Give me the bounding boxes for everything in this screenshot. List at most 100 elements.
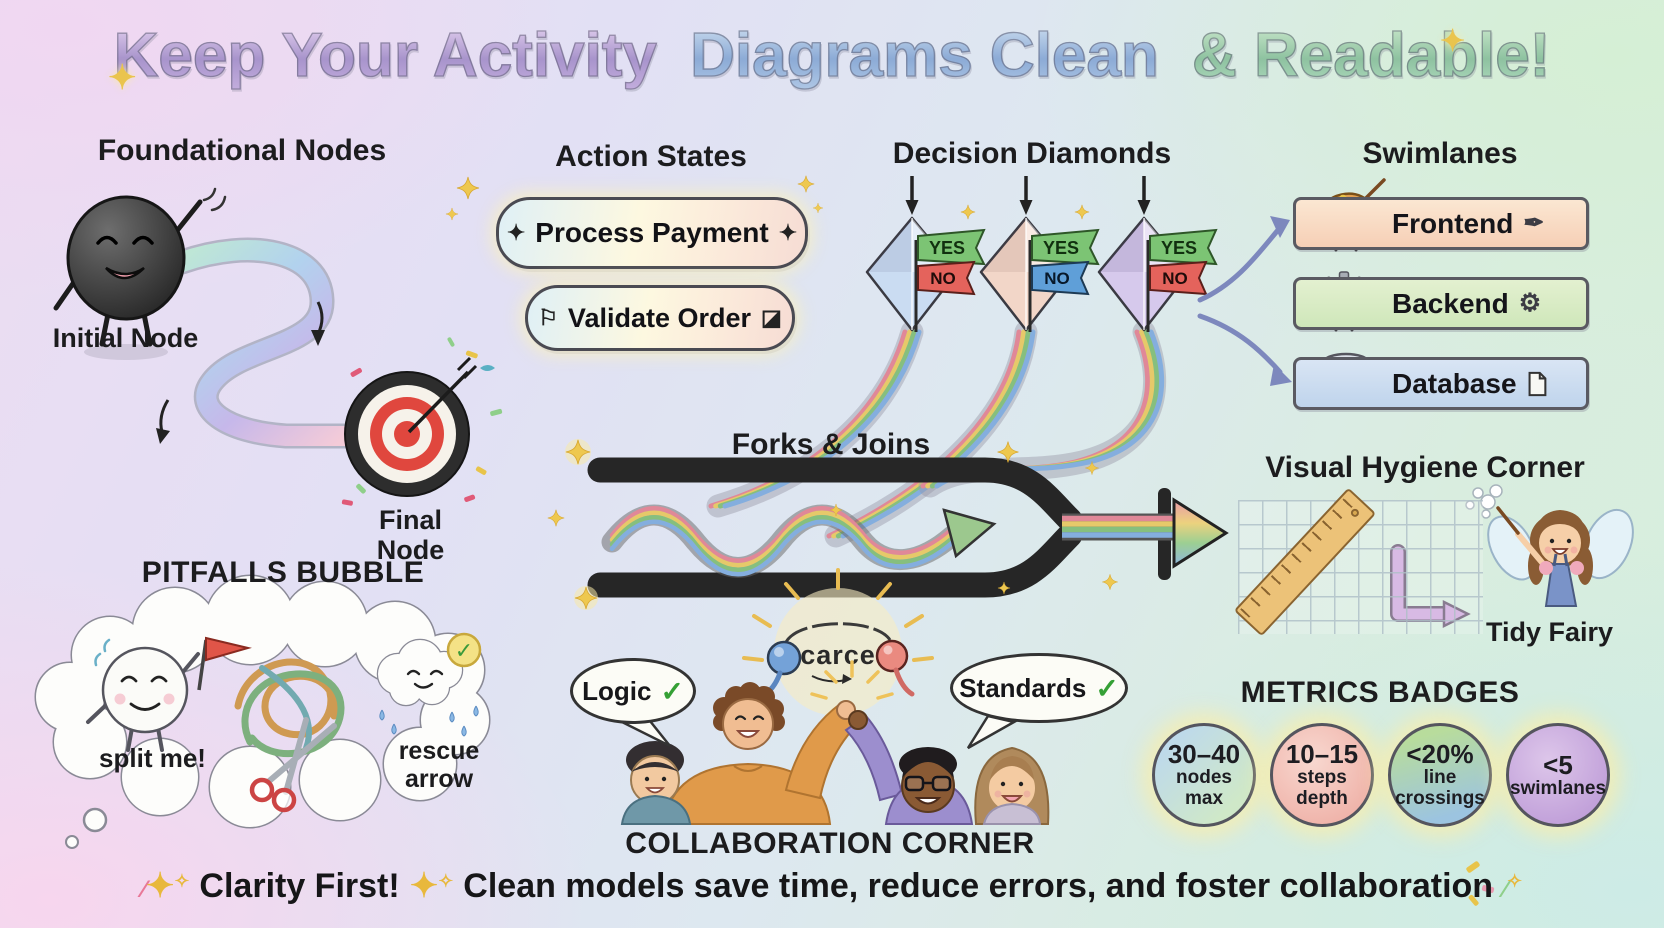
corner-square-icon: ◪ — [761, 305, 782, 330]
sparkle-icon: ✧ — [174, 871, 190, 891]
initial-node-label: Initial Node — [52, 323, 199, 353]
swimlane-database[interactable]: Database — [1293, 357, 1589, 410]
badge-label: steps — [1297, 767, 1347, 789]
no-flag-label: NO — [930, 269, 956, 288]
title-part-1: Keep Your Activity — [113, 20, 658, 90]
badge-value: 30–40 — [1167, 739, 1241, 770]
title-part-2: Diagrams Clean — [689, 20, 1159, 90]
decision-diamond-3: YES NO — [1097, 176, 1218, 332]
collaboration-people — [620, 682, 1050, 825]
swimlane-label: Frontend — [1392, 207, 1514, 239]
confetti-icon: ∕ — [141, 876, 146, 903]
split-me-label: split me! — [99, 743, 206, 773]
sparkle-icon: ✦ — [778, 220, 798, 245]
footer-tagline: ∕✦✧Clarity First!✦✧Clean models save tim… — [0, 866, 1664, 906]
sparkle-icon: ✦ — [145, 867, 175, 905]
sparkle-icon: ✧ — [1507, 871, 1523, 891]
gear-icon: ⚙ — [1518, 289, 1542, 317]
scribble-label: carce — [800, 640, 876, 670]
confetti-icon: ∕ — [1503, 876, 1508, 903]
initial-node-character — [53, 187, 358, 449]
check-badge-icon — [446, 632, 482, 668]
metrics-confetti — [1466, 861, 1495, 906]
swimlane-arrows — [1197, 216, 1292, 386]
metric-badge-nodes: 30–40 nodes max — [1152, 723, 1256, 827]
logic-speech-bubble: Logic ✓ — [570, 658, 696, 724]
badge-value: <5 — [1543, 749, 1573, 780]
title-part-3: & Readable! — [1191, 20, 1551, 90]
rescue-cloud: ✓ — [376, 632, 482, 737]
swimlane-backend[interactable]: Backend ⚙ — [1293, 277, 1589, 330]
section-header-forks: Forks & Joins — [731, 428, 931, 461]
check-icon: ✓ — [455, 639, 473, 664]
split-me-blob — [86, 636, 252, 752]
decision-diamond-2: YES NO — [979, 176, 1100, 332]
person-glasses-purple — [844, 710, 974, 825]
swimlane-label: Backend — [1392, 287, 1509, 319]
badge-label: max — [1184, 788, 1224, 809]
badge-label: nodes — [1176, 767, 1232, 789]
section-header-actions: Action States — [555, 140, 747, 173]
swimlane-label: Database — [1392, 367, 1517, 399]
final-node-label: Final Node — [376, 505, 445, 565]
sparkle-icon: ✧ — [438, 871, 454, 891]
tidy-fairy-character — [1465, 484, 1634, 607]
speech-label: Standards — [959, 672, 1087, 703]
sparkle-icon: ✦ — [409, 867, 439, 905]
tagline-part-1: Clarity First! — [199, 867, 400, 905]
sparkle-icon: ✦ — [1440, 25, 1466, 58]
yes-flag-label: YES — [1043, 238, 1079, 258]
confetti — [341, 337, 503, 506]
standards-speech-bubble: Standards ✓ — [950, 653, 1128, 723]
final-node-bullseye — [341, 337, 503, 506]
person-dark-hair — [620, 741, 692, 825]
action-state-label: Validate Order — [567, 302, 752, 333]
no-flag-label: NO — [1162, 269, 1188, 288]
action-state-label: Process Payment — [535, 217, 769, 248]
badge-value: <20% — [1406, 739, 1474, 770]
metric-badge-crossings: <20% line crossings — [1388, 723, 1492, 827]
yes-flag-label: YES — [929, 238, 965, 258]
section-header-metrics: METRICS BADGES — [1240, 676, 1520, 709]
section-header-swimlanes: Swimlanes — [1362, 137, 1518, 170]
wavy-rainbow-arrow — [601, 504, 997, 578]
badge-label: crossings — [1395, 788, 1485, 809]
section-header-decisions: Decision Diamonds — [892, 137, 1172, 170]
section-header-foundational: Foundational Nodes — [97, 134, 387, 167]
section-header-hygiene: Visual Hygiene Corner — [1265, 451, 1585, 484]
check-icon: ✓ — [1095, 672, 1119, 704]
person-long-hair — [974, 746, 1050, 825]
diamond-ribbons — [706, 320, 1167, 548]
tidy-fairy-label: Tidy Fairy — [1485, 617, 1614, 647]
fork-sparkles — [547, 439, 1119, 610]
action-state-validate-order[interactable]: ⚐ Validate Order ◪ — [525, 285, 795, 351]
high-five-glow — [810, 660, 894, 700]
sparkle-icon: ✦ — [108, 59, 137, 97]
action-state-process-payment[interactable]: ✦ Process Payment ✦ — [496, 197, 808, 269]
check-icon: ✓ — [660, 675, 684, 707]
tangle-with-scissors — [234, 658, 345, 813]
rescue-arrow-label: rescue arrow — [398, 737, 480, 793]
speech-label: Logic — [582, 675, 652, 706]
no-flag-label: NO — [1044, 269, 1070, 288]
person-curly-orange — [662, 682, 862, 825]
badge-label: depth — [1296, 788, 1348, 809]
badge-label: line — [1423, 767, 1457, 789]
swimlane-frontend[interactable]: Frontend ✒ — [1293, 197, 1589, 250]
flag-icon: ⚐ — [538, 305, 558, 330]
metric-badge-steps: 10–15 steps depth — [1270, 723, 1374, 827]
badge-label: swimlanes — [1509, 777, 1607, 799]
page-title: Keep Your Activity Diagrams Clean & Read… — [0, 20, 1664, 91]
badge-value: 10–15 — [1285, 739, 1359, 770]
pen-icon: ✒ — [1523, 209, 1545, 237]
merged-node-glow: carce — [742, 568, 934, 716]
fork-join-bars — [587, 457, 1229, 598]
tagline-part-2: Clean models save time, reduce errors, a… — [463, 867, 1494, 905]
section-header-collaboration: COLLABORATION CORNER — [625, 827, 1035, 860]
decision-diamond-1: YES NO — [865, 176, 986, 332]
document-icon — [1528, 371, 1546, 396]
yes-flag-label: YES — [1161, 238, 1197, 258]
sparkle-icon: ✦ — [506, 220, 526, 245]
section-header-pitfalls: PITFALLS BUBBLE — [141, 556, 425, 589]
